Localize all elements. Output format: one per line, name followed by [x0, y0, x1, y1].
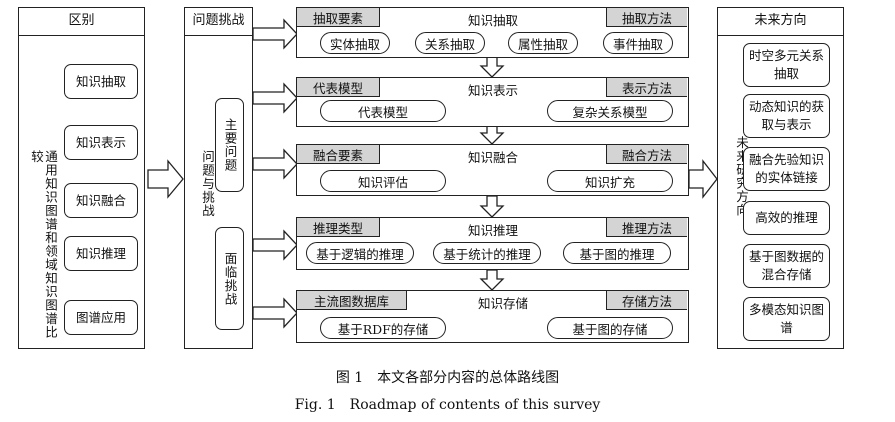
future-item-efficient-reasoning: 高效的推理 — [743, 201, 830, 235]
row-2-tag-left: 代表模型 — [297, 78, 380, 97]
row-3-tag-left: 融合要素 — [297, 145, 380, 164]
row-1-item-event: 事件抽取 — [603, 32, 673, 54]
future-item-hybrid-storage: 基于图数据的混合存储 — [743, 244, 830, 288]
row-4-center-title: 知识推理 — [467, 223, 518, 238]
arrow-down-3 — [479, 195, 505, 218]
row-5-item-rdf: 基于RDF的存储 — [320, 317, 446, 339]
row-1-item-relation: 关系抽取 — [415, 32, 485, 54]
row-1-tag-left: 抽取要素 — [297, 8, 380, 27]
row-5-center-title: 知识存储 — [477, 296, 528, 311]
left-item-reasoning: 知识推理 — [64, 236, 138, 271]
left-item-fusion: 知识融合 — [64, 183, 138, 218]
arrow-to-row-2 — [252, 82, 298, 114]
row-3-item-expansion: 知识扩充 — [547, 170, 673, 192]
row-3-item-evaluation: 知识评估 — [320, 170, 446, 192]
row-1-item-attribute: 属性抽取 — [508, 32, 578, 54]
row-3-tag-right: 融合方法 — [606, 145, 687, 164]
caption-zh: 图 1 本文各部分内容的总体路线图 — [335, 370, 560, 386]
future-item-multimodal: 多模态知识图谱 — [743, 297, 830, 341]
arrow-to-row-3 — [252, 148, 298, 180]
problem-sub-main-issues: 主要问题 — [215, 98, 244, 192]
row-2-item-complex: 复杂关系模型 — [547, 100, 673, 122]
left-item-extraction: 知识抽取 — [64, 64, 138, 99]
row-5-tag-right: 存储方法 — [606, 291, 687, 310]
row-1-tag-right: 抽取方法 — [606, 8, 687, 27]
row-1-center-title: 知识抽取 — [467, 13, 518, 28]
problem-sub-challenges: 面临挑战 — [215, 227, 244, 330]
problem-title: 问题挑战 — [185, 8, 252, 36]
row-4-item-statistics: 基于统计的推理 — [433, 242, 541, 264]
problem-side-label: 问题与挑战 — [200, 150, 215, 218]
comparison-side-label: 通用知识图谱和领域知识图谱比较 — [29, 150, 58, 339]
row-2-center-title: 知识表示 — [467, 83, 518, 98]
row-2-item-model: 代表模型 — [320, 100, 446, 122]
row-5-item-graph-storage: 基于图的存储 — [547, 317, 673, 339]
caption-en: Fig. 1 Roadmap of contents of this surve… — [294, 397, 601, 413]
arrow-left-to-problem — [147, 159, 184, 199]
row-3-center-title: 知识融合 — [467, 150, 518, 165]
row-4-item-logic: 基于逻辑的推理 — [306, 242, 414, 264]
future-title: 未来方向 — [718, 8, 843, 36]
arrow-center-to-future — [688, 159, 718, 199]
arrow-down-1 — [479, 56, 505, 78]
arrow-down-4 — [479, 269, 505, 291]
future-item-entity-linking: 融合先验知识的实体链接 — [743, 147, 830, 191]
arrow-to-row-4 — [252, 229, 298, 261]
comparison-title: 区别 — [19, 8, 144, 36]
row-4-tag-left: 推理类型 — [297, 218, 380, 237]
row-2-tag-right: 表示方法 — [606, 78, 687, 97]
left-item-representation: 知识表示 — [64, 125, 138, 160]
row-1-item-entity: 实体抽取 — [320, 32, 390, 54]
comparison-panel: 区别 通用知识图谱和领域知识图谱比较 — [18, 7, 145, 349]
left-item-application: 图谱应用 — [64, 300, 138, 335]
future-item-spatiotemporal: 时空多元关系抽取 — [743, 43, 830, 87]
arrow-to-row-1 — [252, 18, 298, 50]
row-5-tag-left: 主流图数据库 — [297, 291, 407, 310]
row-4-tag-right: 推理方法 — [606, 218, 687, 237]
arrow-down-2 — [479, 125, 505, 145]
row-4-item-graph: 基于图的推理 — [563, 242, 671, 264]
arrow-to-row-5 — [252, 297, 298, 329]
future-item-dynamic: 动态知识的获取与表示 — [743, 94, 830, 138]
